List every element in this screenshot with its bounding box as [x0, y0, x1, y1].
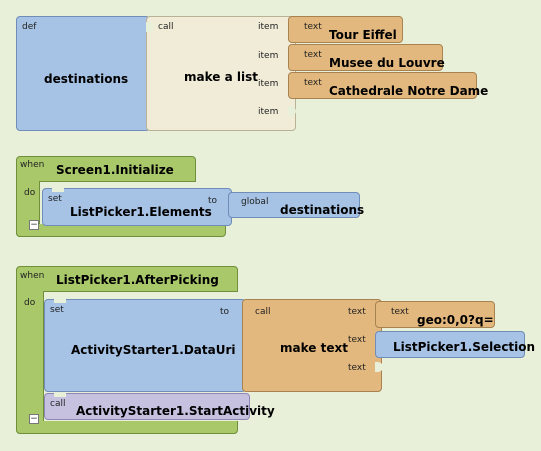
activitystarter-startactivity-label: ActivityStarter1.StartActivity	[76, 404, 275, 418]
text-type-label-geo: text	[391, 307, 409, 317]
listpicker-elements-label: ListPicker1.Elements	[70, 205, 212, 219]
text-value-cathedrale-notre-dame[interactable]: Cathedrale Notre Dame	[329, 84, 489, 98]
text-block-geo[interactable]	[375, 301, 495, 328]
set-block-notch-1	[52, 188, 64, 192]
collapse-toggle-2[interactable]: −	[29, 414, 39, 424]
make-text-plug	[242, 306, 251, 316]
text-type-label-1: text	[304, 22, 322, 32]
make-list-plug	[146, 22, 154, 32]
do-keyword-2: do	[24, 298, 36, 308]
def-destinations-block[interactable]	[16, 16, 150, 131]
listpicker-afterpicking-event-block[interactable]	[16, 266, 238, 292]
when-keyword-2: when	[20, 271, 45, 281]
make-text-block[interactable]	[242, 299, 382, 392]
make-a-list-label: make a list	[184, 70, 258, 84]
item-socket-4[interactable]	[288, 106, 296, 116]
text-type-label-2: text	[304, 50, 322, 60]
def-keyword: def	[22, 22, 37, 32]
text-block-cathedrale-notre-dame[interactable]	[288, 72, 477, 99]
set-activitystarter-datauri-block[interactable]	[44, 299, 246, 392]
listpicker-afterpicking-label: ListPicker1.AfterPicking	[56, 273, 219, 287]
set-keyword-1: set	[48, 194, 62, 204]
listpicker-selection-label: ListPicker1.Selection	[393, 340, 536, 354]
activitystarter-datauri-label: ActivityStarter1.DataUri	[71, 343, 236, 357]
collapse-toggle-1[interactable]: −	[29, 220, 39, 230]
global-destinations-block[interactable]	[228, 192, 360, 218]
call-keyword: call	[158, 22, 174, 32]
when-keyword-1: when	[20, 160, 45, 170]
make-text-item-1: text	[348, 307, 366, 317]
make-text-label: make text	[280, 341, 348, 355]
item-label-3: item	[258, 79, 279, 89]
text-type-label-3: text	[304, 78, 322, 88]
make-text-item-3: text	[348, 363, 366, 373]
call-block-notch	[54, 393, 66, 397]
text-value-geo[interactable]: geo:0,0?q=	[417, 313, 494, 327]
screen1-initialize-label: Screen1.Initialize	[56, 163, 174, 177]
afterpicking-body	[16, 291, 44, 434]
text-value-musee-du-louvre[interactable]: Musee du Louvre	[329, 56, 445, 70]
listpicker-selection-block[interactable]	[375, 331, 525, 358]
global-destinations-label: destinations	[280, 203, 365, 217]
make-text-socket-3[interactable]	[375, 362, 383, 372]
call-keyword-3: call	[50, 399, 66, 409]
set-block-notch-2	[54, 299, 66, 303]
do-keyword-1: do	[24, 188, 36, 198]
afterpicking-bottom	[16, 421, 238, 434]
item-label-4: item	[258, 107, 279, 117]
text-value-tour-eiffel[interactable]: Tour Eiffel	[329, 28, 397, 42]
make-text-item-2: text	[348, 335, 366, 345]
make-a-list-block[interactable]	[146, 16, 296, 131]
selection-plug	[375, 337, 384, 347]
activitystarter-startactivity-block[interactable]	[44, 393, 250, 420]
text-block-musee-du-louvre[interactable]	[288, 44, 443, 71]
call-keyword-2: call	[255, 307, 271, 317]
to-keyword-1: to	[208, 196, 218, 206]
set-listpicker-elements-block[interactable]	[42, 188, 232, 226]
global-keyword: global	[241, 197, 269, 207]
set-keyword-2: set	[50, 305, 64, 315]
screen1-initialize-event-block[interactable]	[16, 156, 196, 182]
item-label-1: item	[258, 22, 279, 32]
screen1-initialize-bottom	[16, 224, 226, 237]
text-plug-1	[288, 22, 297, 32]
to-keyword-2: to	[220, 307, 230, 317]
global-plug	[228, 197, 237, 207]
def-variable-name[interactable]: destinations	[44, 72, 129, 86]
item-label-2: item	[258, 51, 279, 61]
